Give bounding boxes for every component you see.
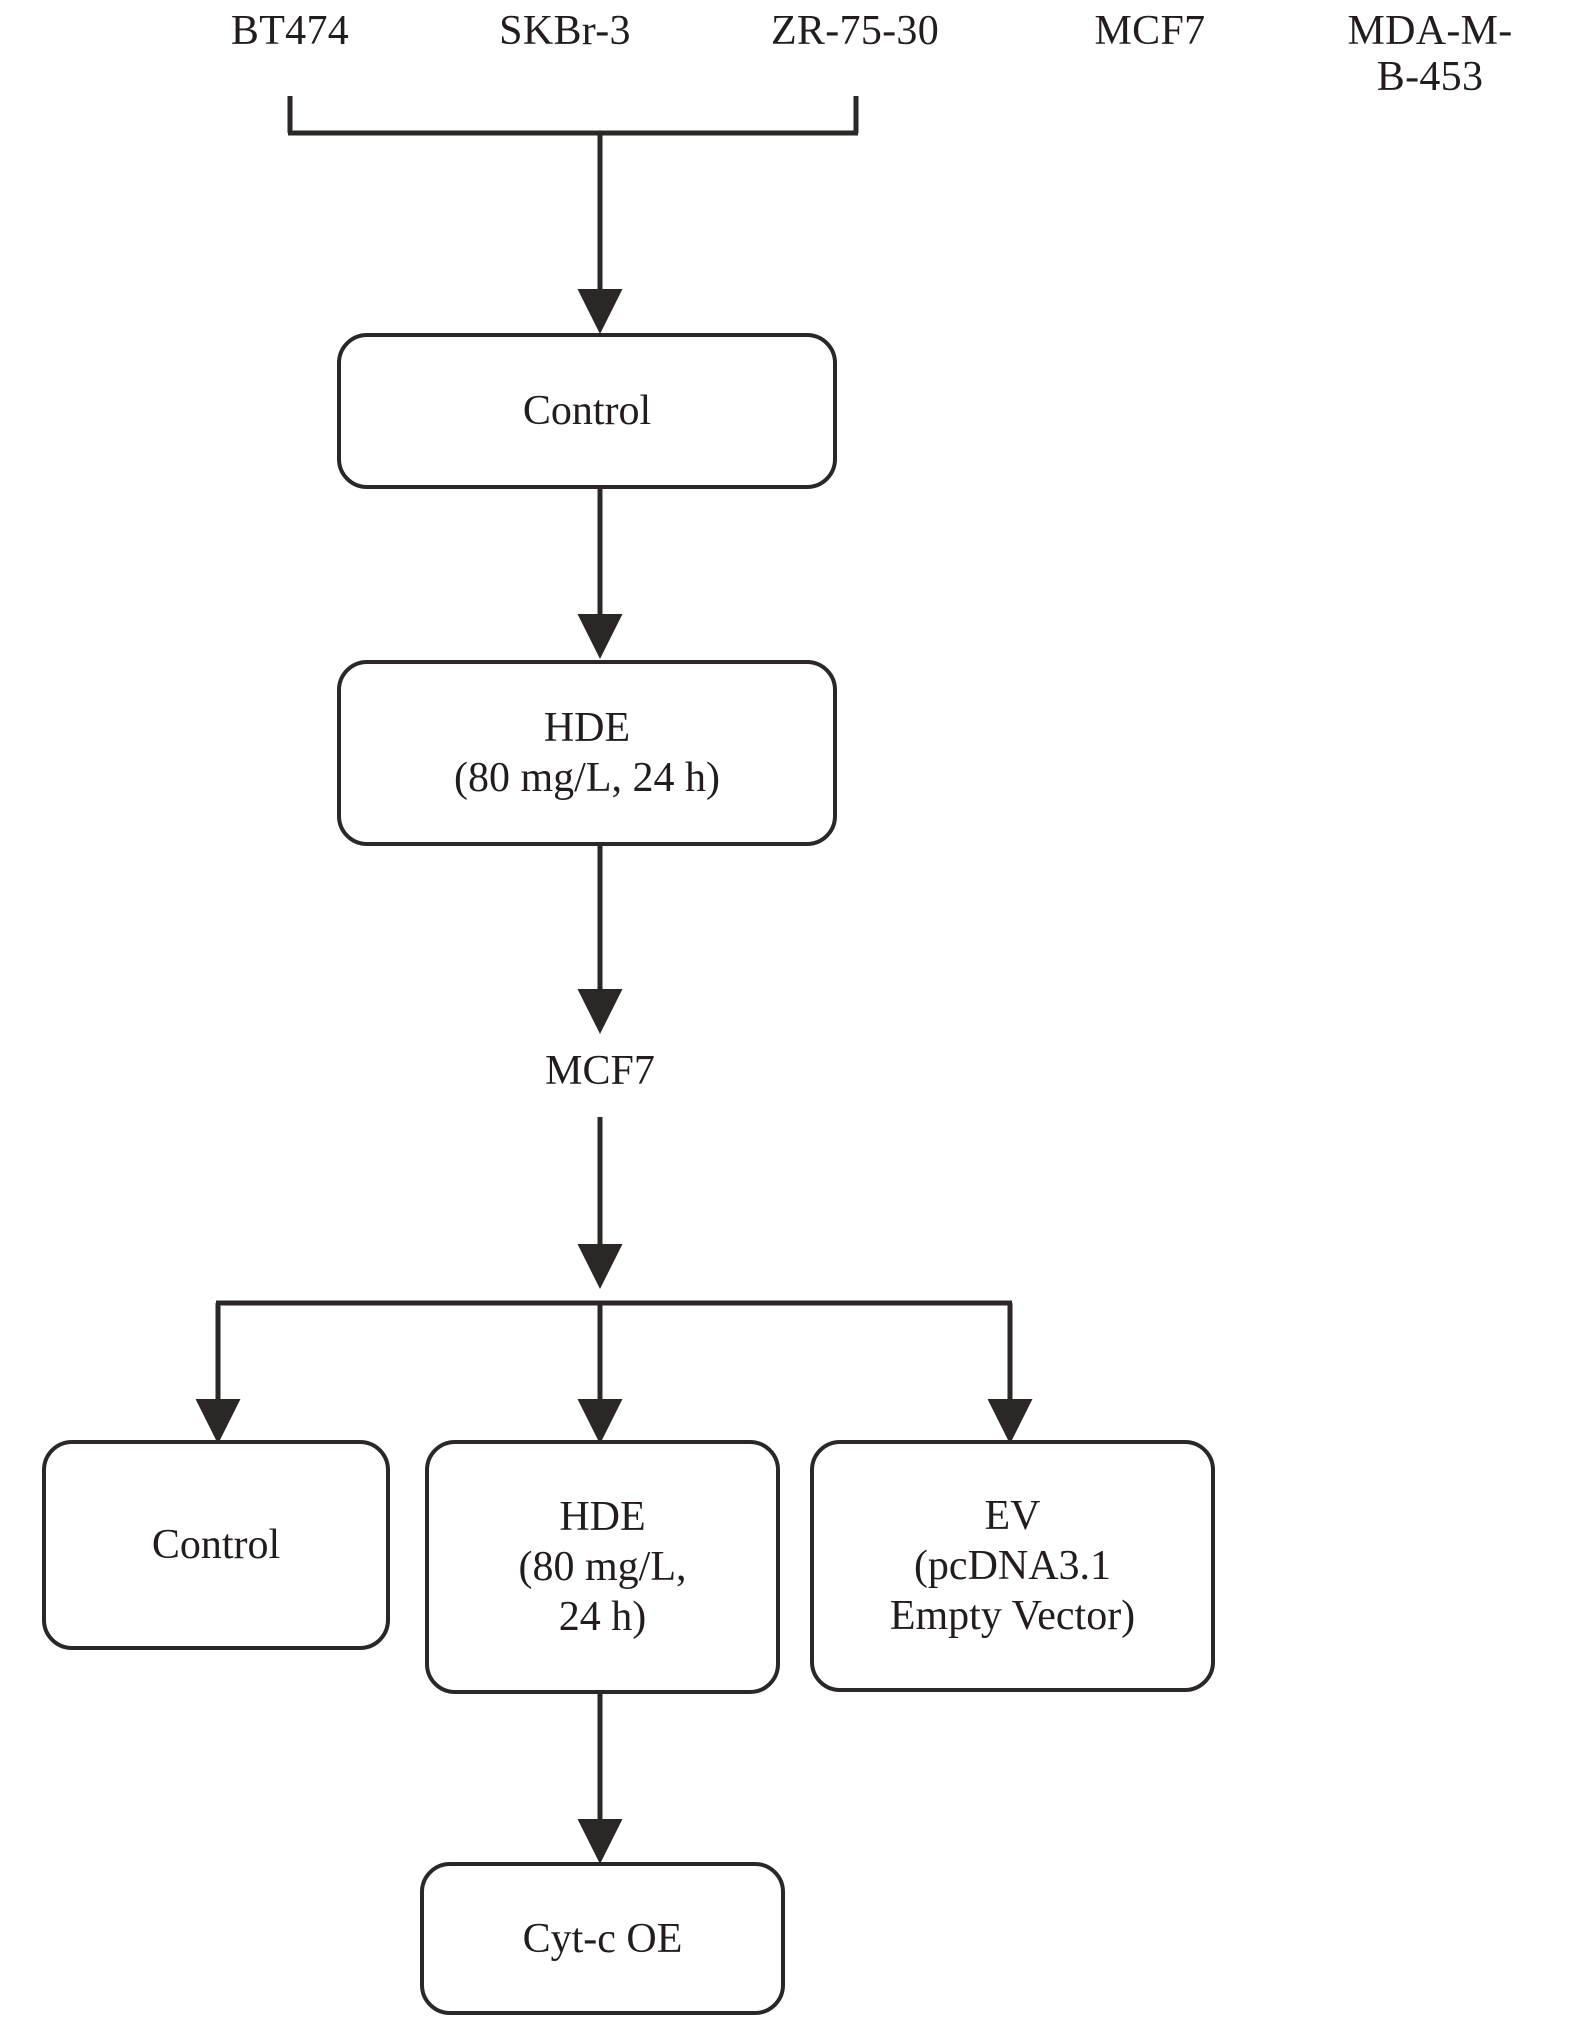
cellline-label-mda-mb-453: MDA-M- B-453 [1347,8,1513,100]
node-hde-bottom-label: HDE (80 mg/L, 24 h) [518,1494,687,1640]
cellline-label-skbr3: SKBr-3 [499,8,631,54]
cellline-label-mcf7: MCF7 [1094,8,1206,54]
node-control-top[interactable]: Control [337,333,837,489]
node-control-bottom-label: Control [151,1522,281,1568]
cellline-label-bt474: BT474 [230,8,350,54]
node-control-bottom[interactable]: Control [42,1440,390,1650]
node-ev-bottom-label: EV (pcDNA3.1 Empty Vector) [889,1493,1136,1639]
node-cytc-oe-label: Cyt-c OE [522,1915,683,1962]
node-cytc-oe[interactable]: Cyt-c OE [420,1862,785,2015]
node-control-top-label: Control [522,388,652,434]
cellline-label-zr7530: ZR-75-30 [770,8,940,54]
label-mcf7-stage2: MCF7 [545,1048,655,1094]
node-ev-bottom[interactable]: EV (pcDNA3.1 Empty Vector) [810,1440,1215,1692]
node-hde-bottom[interactable]: HDE (80 mg/L, 24 h) [425,1440,780,1694]
node-hde-top-label: HDE (80 mg/L, 24 h) [454,705,720,801]
node-hde-top[interactable]: HDE (80 mg/L, 24 h) [337,660,837,846]
